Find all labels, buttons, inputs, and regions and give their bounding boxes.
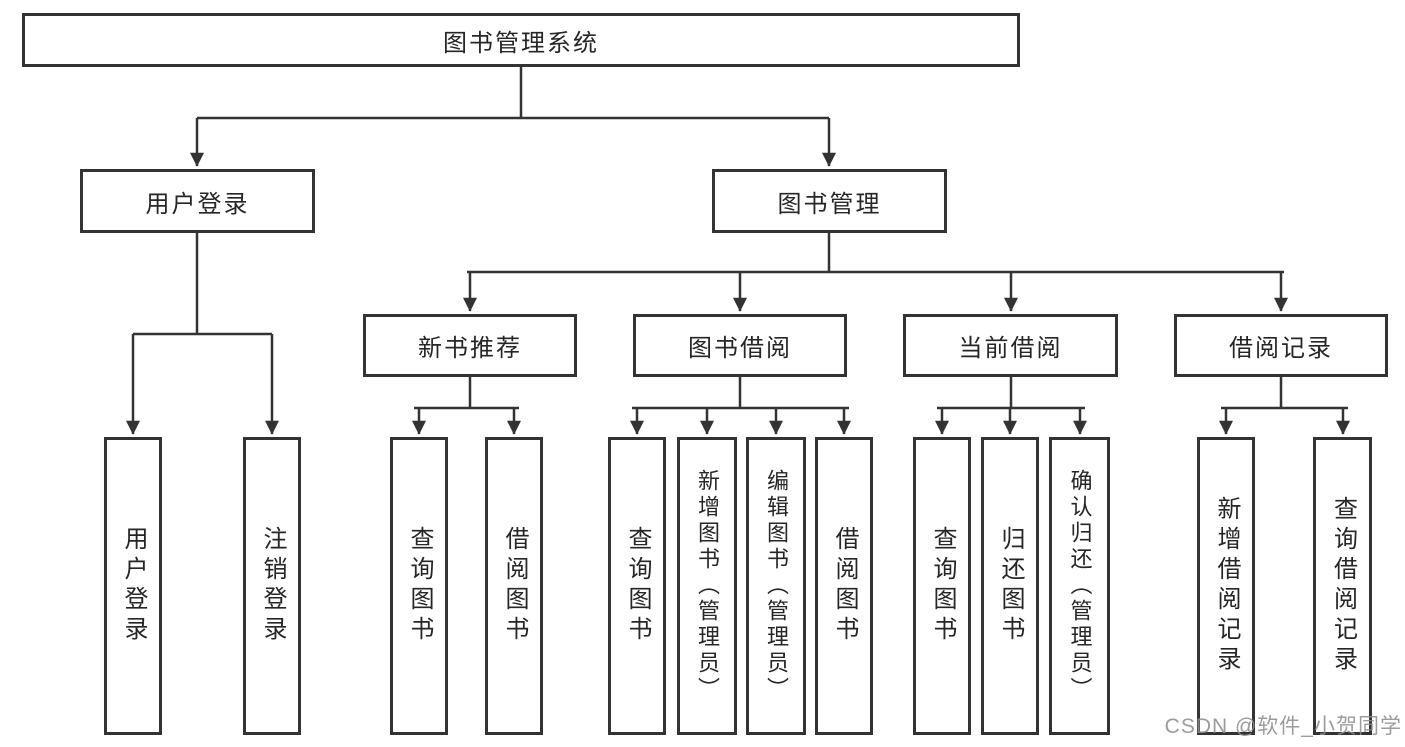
leaf-add-borrow-record-label: 新增借阅记录 <box>1213 496 1240 676</box>
node-user-login: 用户登录 <box>80 169 315 233</box>
leaf-borrow-books-rec: 借阅图书 <box>485 437 543 735</box>
leaf-confirm-return-admin: 确认归还（管理员） <box>1049 437 1110 735</box>
csdn-watermark: CSDN @软件_小贺同学 <box>1164 715 1402 738</box>
node-new-book-recommend: 新书推荐 <box>363 314 577 377</box>
leaf-confirm-return-admin-label: 确认归还（管理员） <box>1067 469 1093 703</box>
leaf-edit-books-admin-label: 编辑图书（管理员） <box>764 469 789 703</box>
leaf-return-books-label: 归还图书 <box>997 526 1024 646</box>
leaf-query-books-current: 查询图书 <box>913 437 971 735</box>
node-book-borrowing: 图书借阅 <box>633 314 847 377</box>
leaf-add-borrow-record: 新增借阅记录 <box>1197 437 1255 735</box>
node-root-library-system: 图书管理系统 <box>22 13 1020 67</box>
leaf-query-books-current-label: 查询图书 <box>929 526 956 646</box>
leaf-logout-label: 注销登录 <box>259 526 286 646</box>
leaf-logout: 注销登录 <box>243 437 301 735</box>
node-borrowing-records: 借阅记录 <box>1174 314 1388 377</box>
leaf-borrow-books: 借阅图书 <box>815 437 873 735</box>
leaf-query-books-rec-label: 查询图书 <box>406 526 433 646</box>
leaf-query-borrow-record: 查询借阅记录 <box>1313 437 1372 735</box>
node-current-borrowing: 当前借阅 <box>903 314 1118 377</box>
leaf-query-books-rec: 查询图书 <box>390 437 448 735</box>
leaf-user-login-label: 用户登录 <box>120 526 147 646</box>
node-book-management: 图书管理 <box>712 169 947 233</box>
leaf-add-books-admin: 新增图书（管理员） <box>677 437 737 735</box>
leaf-edit-books-admin: 编辑图书（管理员） <box>746 437 806 735</box>
leaf-query-books-borrow-label: 查询图书 <box>624 526 651 646</box>
leaf-return-books: 归还图书 <box>981 437 1039 735</box>
leaf-user-login: 用户登录 <box>104 437 162 735</box>
leaf-query-books-borrow: 查询图书 <box>608 437 666 735</box>
leaf-add-books-admin-label: 新增图书（管理员） <box>695 469 720 703</box>
leaf-borrow-books-label: 借阅图书 <box>831 526 858 646</box>
leaf-query-borrow-record-label: 查询借阅记录 <box>1329 496 1357 676</box>
leaf-borrow-books-rec-label: 借阅图书 <box>501 526 528 646</box>
